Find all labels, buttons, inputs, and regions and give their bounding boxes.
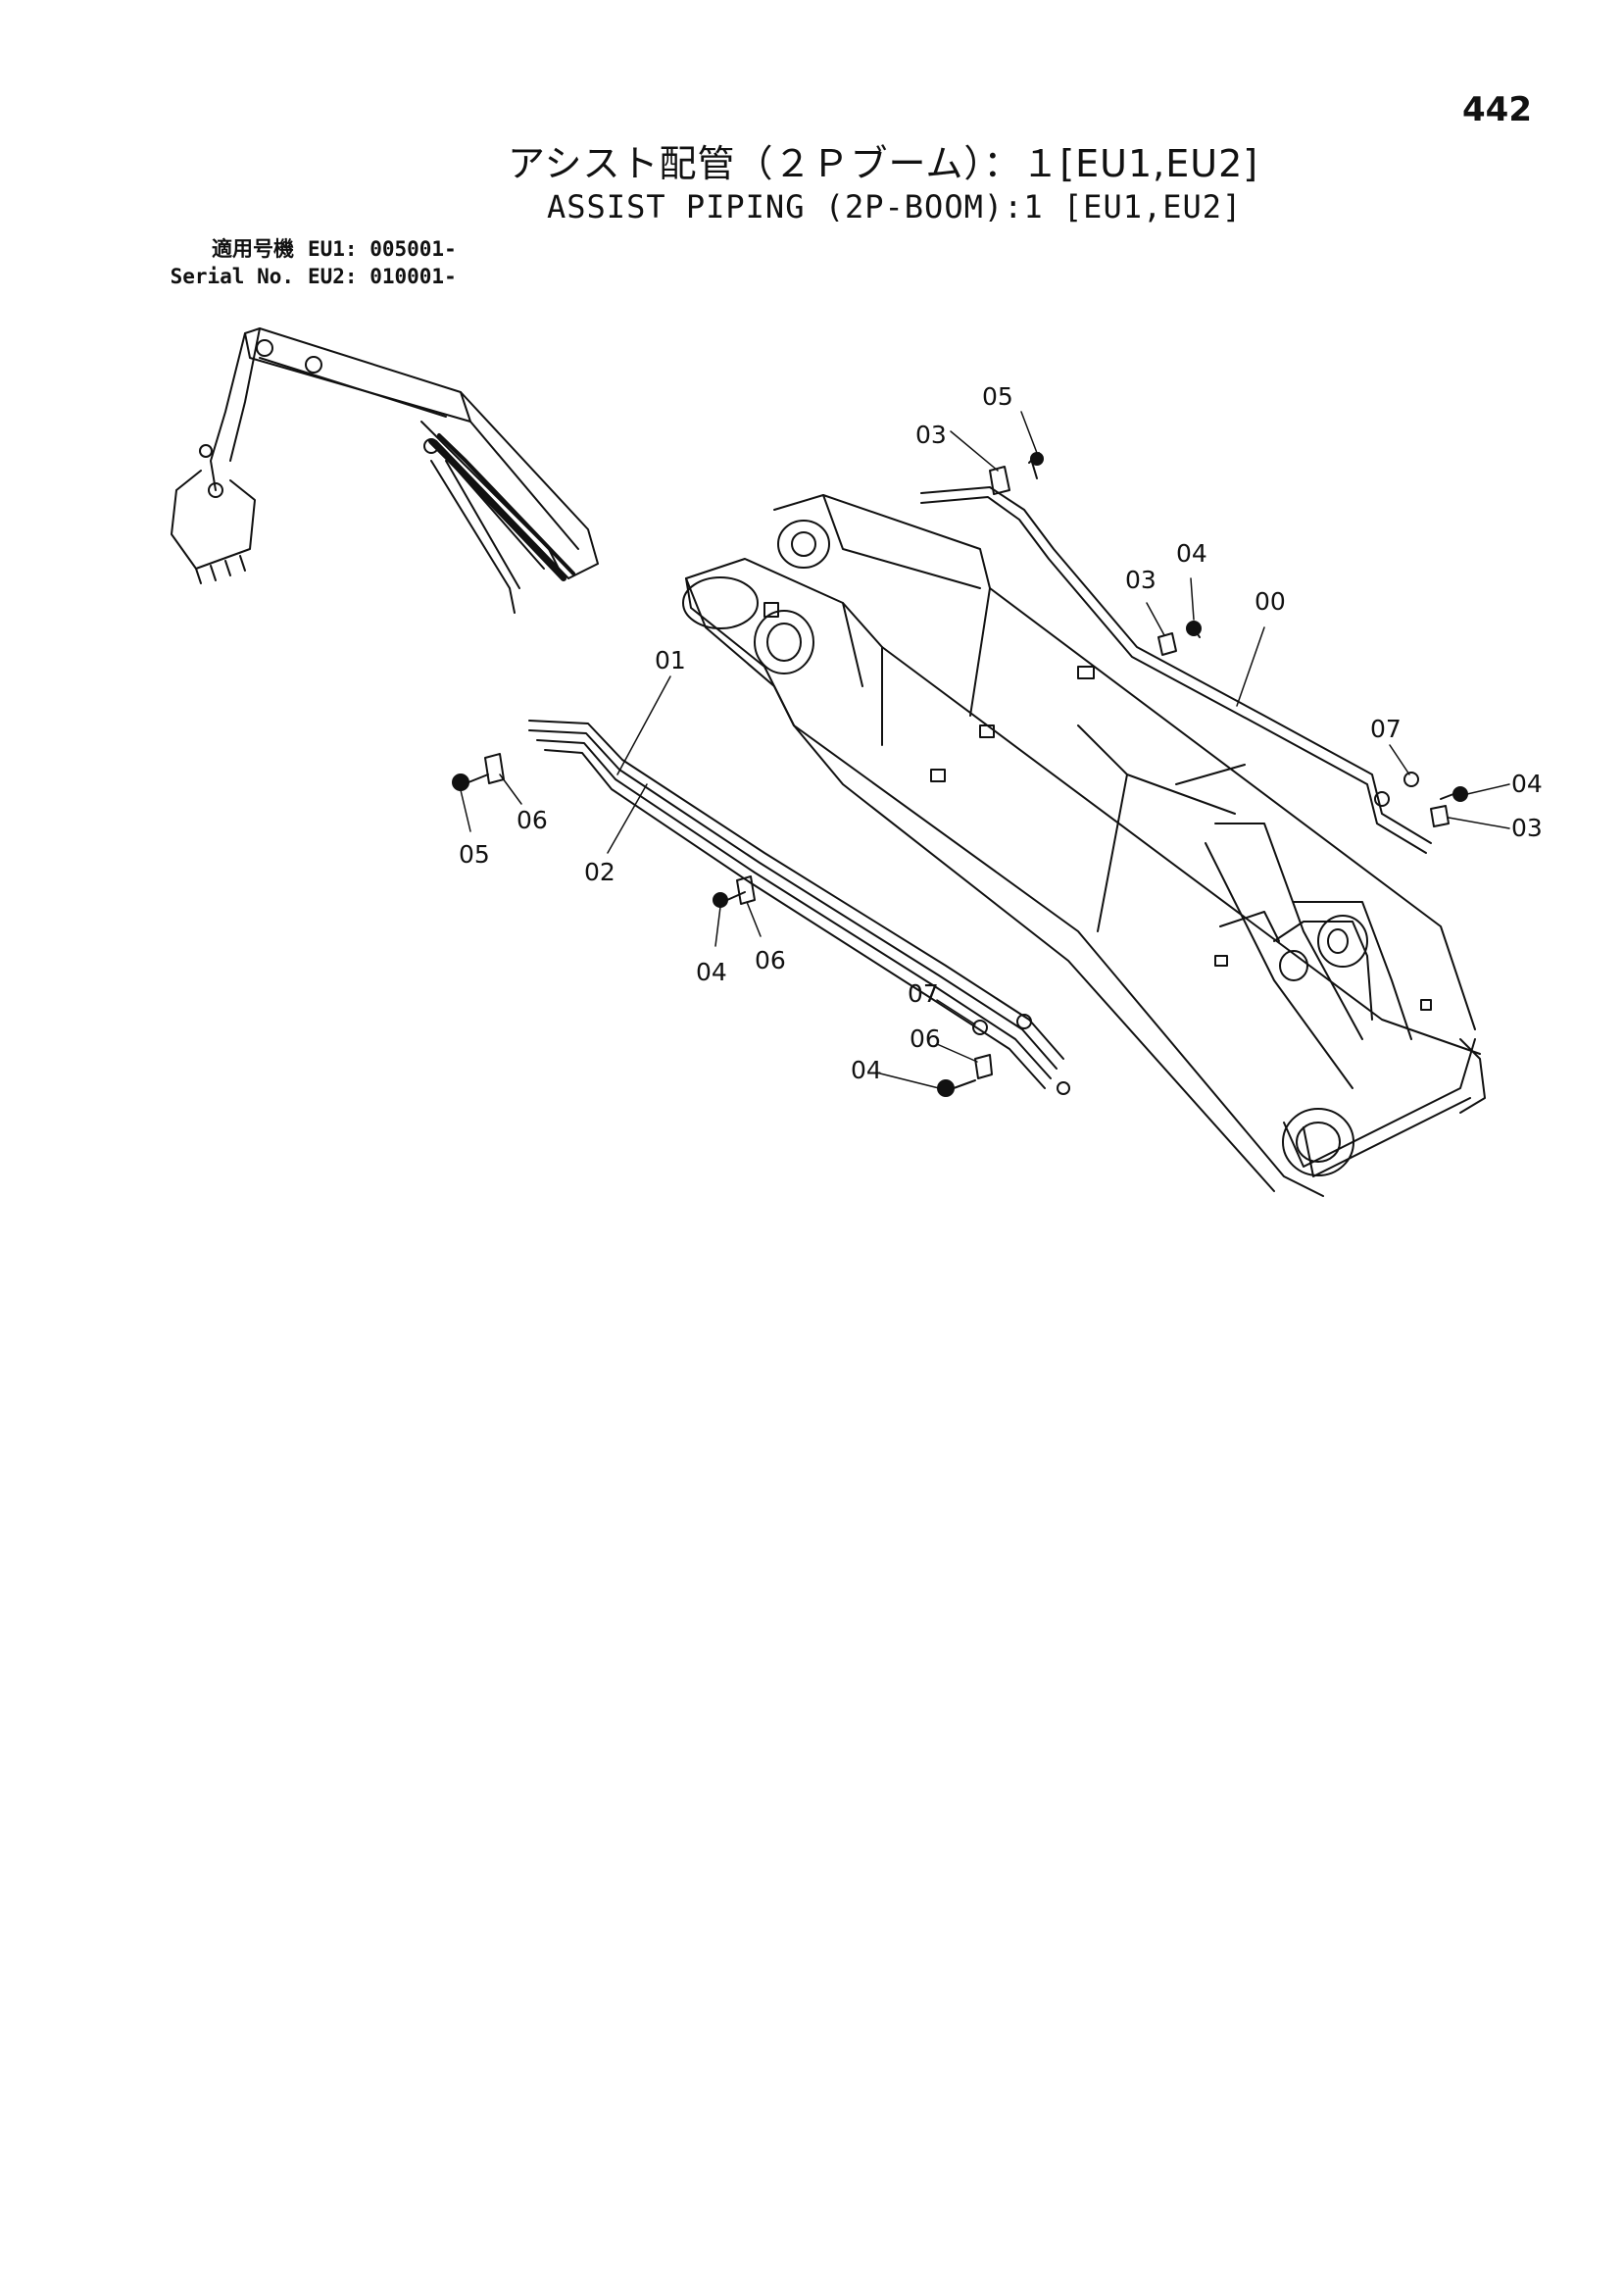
page-number: 442 bbox=[1462, 90, 1532, 129]
callout-06-left: 06 bbox=[517, 806, 548, 834]
callout-05-left: 05 bbox=[459, 840, 490, 869]
callout-03-right: 03 bbox=[1511, 814, 1543, 842]
callout-00: 00 bbox=[1255, 587, 1286, 616]
callout-07-right: 07 bbox=[1370, 715, 1402, 743]
boom-body bbox=[682, 494, 1486, 1197]
callout-04-bottom: 04 bbox=[851, 1056, 882, 1084]
callout-02: 02 bbox=[584, 858, 615, 886]
callout-01: 01 bbox=[655, 646, 686, 674]
serial-eu2: EU2: 010001- bbox=[308, 265, 457, 288]
serial-info: 適用号機 EU1: 005001- Serial No. EU2: 010001… bbox=[147, 235, 457, 290]
callout-04-right: 04 bbox=[1511, 770, 1543, 798]
callout-03-top: 03 bbox=[915, 421, 947, 449]
serial-label-jp: 適用号機 bbox=[212, 237, 294, 261]
serial-row-eu1: 適用号機 EU1: 005001- bbox=[147, 235, 457, 263]
serial-eu1: EU1: 005001- bbox=[308, 237, 457, 261]
callout-06-bottom: 06 bbox=[910, 1024, 941, 1053]
leader-lines bbox=[460, 411, 1510, 1089]
callout-05-top: 05 bbox=[982, 382, 1013, 411]
pipe-01-02 bbox=[528, 720, 1070, 1095]
title-japanese: アシスト配管（２Ｐブーム）：１[EU1,EU2] bbox=[508, 142, 1259, 185]
callout-labels: 05 03 04 03 00 07 04 03 01 06 05 02 04 0… bbox=[459, 382, 1543, 1084]
callout-04-mid: 04 bbox=[1176, 539, 1207, 568]
pipe-00 bbox=[920, 486, 1432, 854]
serial-row-eu2: Serial No. EU2: 010001- bbox=[147, 263, 457, 290]
serial-label-en: Serial No. bbox=[170, 265, 294, 288]
title-english: ASSIST PIPING (2P-BOOM):1 [EU1,EU2] bbox=[547, 188, 1243, 225]
hardware bbox=[452, 452, 1468, 1097]
callout-07-bottom: 07 bbox=[908, 979, 939, 1008]
callout-06-lower-left: 06 bbox=[755, 946, 786, 974]
excavator-thumbnail bbox=[171, 327, 599, 614]
callout-04-lower-left: 04 bbox=[696, 958, 727, 986]
callout-03-mid: 03 bbox=[1125, 566, 1156, 594]
